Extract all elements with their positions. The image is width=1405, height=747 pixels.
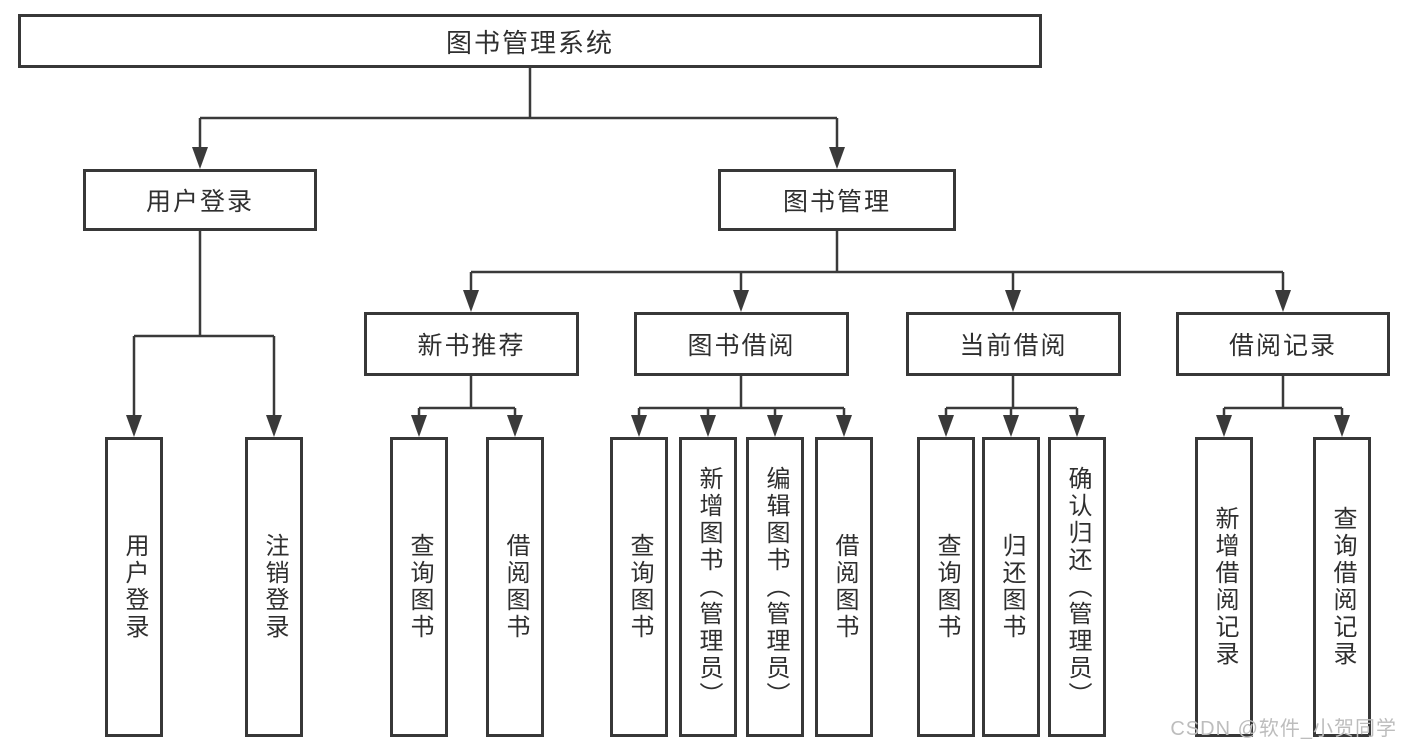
leaf-nb-borrow-books: 借阅图书: [486, 437, 544, 737]
node-label: 借阅记录: [1228, 332, 1337, 360]
node-label: 借阅图书: [502, 533, 529, 641]
edge-current-borrowing-to-leaves: [938, 376, 1085, 437]
edge-new-book-recommend-to-leaves: [411, 376, 523, 437]
node-new-book-recommend: 新书推荐: [364, 312, 579, 376]
node-label: 查询图书: [626, 533, 653, 641]
leaf-cb-query-books: 查询图书: [917, 437, 975, 737]
node-label: 查询图书: [933, 533, 960, 641]
node-label: 注销登录: [261, 533, 288, 641]
node-label: 当前借阅: [959, 332, 1068, 360]
edge-user-login-to-leaves: [126, 231, 282, 437]
node-label: 编辑图书（管理员）: [762, 465, 789, 709]
leaf-nb-query-books: 查询图书: [390, 437, 448, 737]
node-label: 借阅图书: [831, 533, 858, 641]
csdn-watermark: CSDN @软件_小贺同学: [1170, 718, 1397, 740]
node-label: 新增借阅记录: [1211, 506, 1238, 668]
node-label: 图书管理: [782, 188, 891, 216]
node-label: 图书管理系统: [445, 27, 614, 58]
leaf-cb-return-books: 归还图书: [982, 437, 1040, 737]
node-label: 新书推荐: [417, 332, 526, 360]
leaf-bb-edit-books-admin: 编辑图书（管理员）: [746, 437, 804, 737]
leaf-user-login: 用户登录: [105, 437, 163, 737]
edge-book-borrowing-to-leaves: [631, 376, 852, 437]
leaf-bb-borrow-books: 借阅图书: [815, 437, 873, 737]
edge-borrowing-records-to-leaves: [1216, 376, 1350, 437]
node-label: 用户登录: [145, 188, 254, 216]
node-current-borrowing: 当前借阅: [906, 312, 1121, 376]
node-book-borrowing: 图书借阅: [634, 312, 849, 376]
node-label: 用户登录: [121, 533, 148, 641]
edge-root-to-level2: [192, 68, 845, 169]
leaf-bb-query-books: 查询图书: [610, 437, 668, 737]
node-user-login: 用户登录: [83, 169, 317, 231]
leaf-br-add-record: 新增借阅记录: [1195, 437, 1253, 737]
node-book-management: 图书管理: [718, 169, 956, 231]
node-label: 查询借阅记录: [1329, 506, 1356, 668]
leaf-bb-add-books-admin: 新增图书（管理员）: [679, 437, 737, 737]
node-label: 查询图书: [406, 533, 433, 641]
leaf-br-query-record: 查询借阅记录: [1313, 437, 1371, 737]
node-system-root: 图书管理系统: [18, 14, 1042, 68]
node-label: 确认归还（管理员）: [1064, 465, 1091, 709]
leaf-logout: 注销登录: [245, 437, 303, 737]
node-borrowing-records: 借阅记录: [1176, 312, 1390, 376]
node-label: 归还图书: [998, 533, 1025, 641]
node-label: 新增图书（管理员）: [695, 465, 722, 709]
edge-book-management-to-level3: [463, 231, 1291, 312]
leaf-cb-confirm-return-admin: 确认归还（管理员）: [1048, 437, 1106, 737]
node-label: 图书借阅: [687, 332, 796, 360]
